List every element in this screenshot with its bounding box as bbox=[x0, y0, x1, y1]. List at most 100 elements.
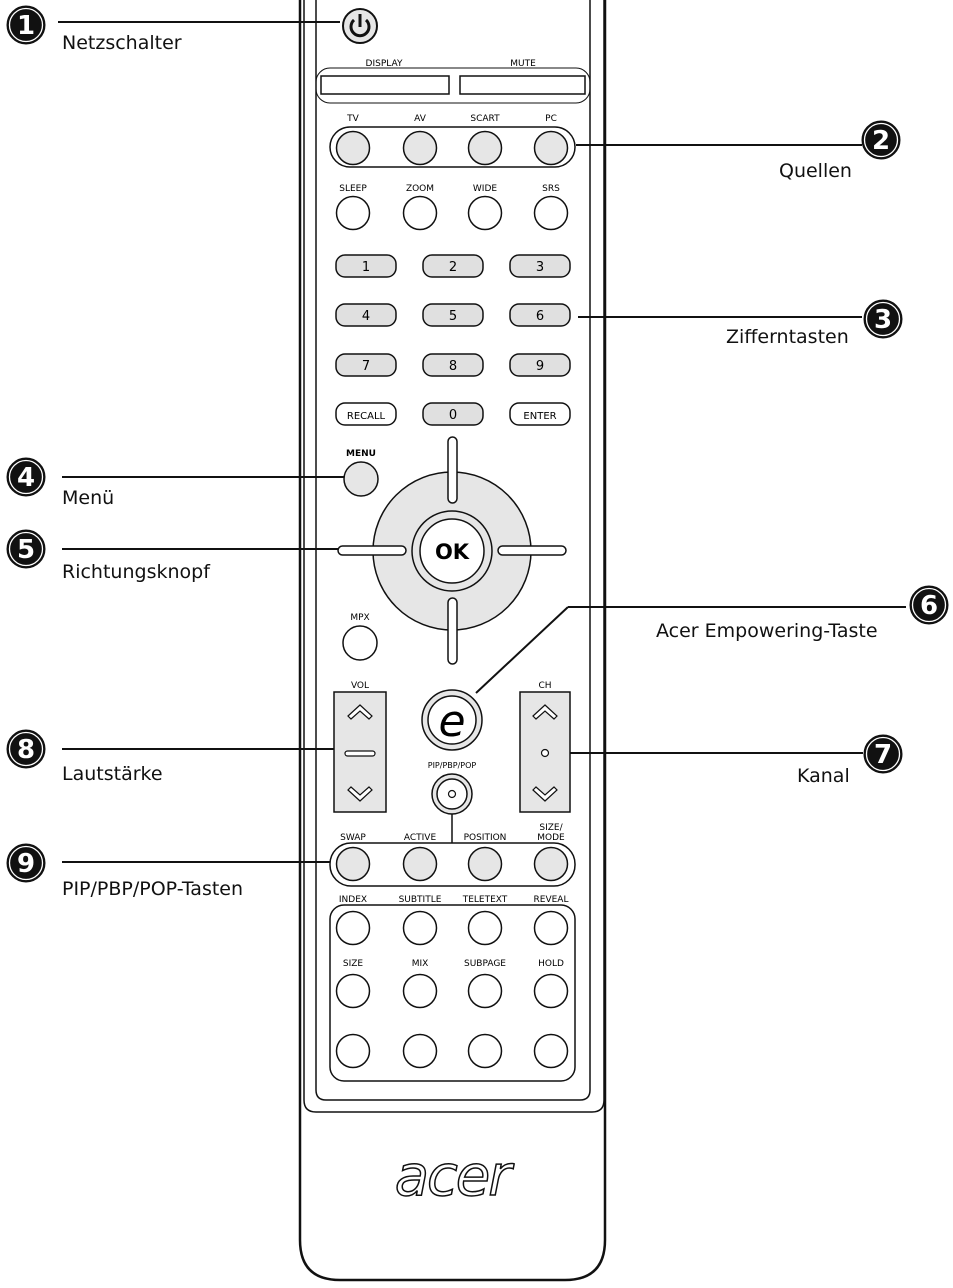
pip-row-button-3[interactable] bbox=[533, 846, 569, 882]
remote-inner-panel bbox=[303, 0, 605, 1113]
ch-label: CH bbox=[538, 681, 551, 691]
acer-logo: acer bbox=[395, 1144, 515, 1209]
teletext-row3-button-1[interactable] bbox=[402, 1033, 438, 1069]
vol-label: VOL bbox=[351, 681, 369, 691]
teletext-row2-label-0: SIZE bbox=[343, 959, 364, 969]
callout-circle-9 bbox=[6, 843, 46, 883]
callout-label-6: Acer Empowering-Taste bbox=[656, 620, 878, 642]
numpad-key-7[interactable] bbox=[422, 353, 484, 377]
sources-buttons-button-3[interactable] bbox=[533, 130, 569, 166]
sources-buttons-button-2[interactable] bbox=[467, 130, 503, 166]
ch-center-dot bbox=[540, 748, 550, 758]
numpad-label-11: ENTER bbox=[523, 411, 556, 422]
numpad-key-6[interactable] bbox=[335, 353, 397, 377]
teletext-row3-button-0[interactable] bbox=[335, 1033, 371, 1069]
row2-buttons-button-0[interactable] bbox=[335, 195, 371, 231]
empowering-inner bbox=[427, 695, 477, 745]
callout-label-7: Kanal bbox=[797, 765, 850, 787]
callout-circle-ring-7 bbox=[865, 736, 901, 772]
teletext-row2-button-2[interactable] bbox=[467, 973, 503, 1009]
numpad-key-1[interactable] bbox=[422, 254, 484, 278]
teletext-label-1: SUBTITLE bbox=[399, 895, 442, 905]
numpad-label-7: 8 bbox=[449, 359, 457, 374]
mute-label: MUTE bbox=[510, 59, 536, 69]
callout-circle-ring-8 bbox=[8, 731, 44, 767]
pip-label: PIP/PBP/POP bbox=[428, 761, 477, 770]
pip-row-label-2: POSITION bbox=[464, 833, 507, 843]
callout-circle-7 bbox=[863, 734, 903, 774]
teletext-button-1[interactable] bbox=[402, 910, 438, 946]
power-icon bbox=[349, 14, 371, 38]
vol-up-icon[interactable] bbox=[347, 704, 373, 720]
row2-buttons-label-1: ZOOM bbox=[406, 184, 434, 194]
teletext-button-2[interactable] bbox=[467, 910, 503, 946]
teletext-button-3[interactable] bbox=[533, 910, 569, 946]
teletext-group bbox=[329, 904, 576, 1082]
vol-down-icon[interactable] bbox=[347, 786, 373, 802]
row2-buttons-button-1[interactable] bbox=[402, 195, 438, 231]
ok-button[interactable] bbox=[419, 518, 485, 584]
dpad-right[interactable] bbox=[497, 545, 567, 556]
row2-buttons-button-3[interactable] bbox=[533, 195, 569, 231]
numpad-key-5[interactable] bbox=[509, 303, 571, 327]
numpad-key-8[interactable] bbox=[509, 353, 571, 377]
mpx-button[interactable] bbox=[342, 625, 378, 661]
teletext-row2-label-3: HOLD bbox=[538, 959, 564, 969]
dpad-up[interactable] bbox=[447, 436, 458, 504]
pip-row-button-2[interactable] bbox=[467, 846, 503, 882]
teletext-row2-button-1[interactable] bbox=[402, 973, 438, 1009]
pip-row-button-0[interactable] bbox=[335, 846, 371, 882]
numpad-label-1: 2 bbox=[449, 260, 457, 275]
teletext-row3-button-2[interactable] bbox=[467, 1033, 503, 1069]
callout-circle-1 bbox=[6, 5, 46, 45]
numpad-label-3: 4 bbox=[362, 309, 370, 324]
numpad-key-9[interactable] bbox=[335, 402, 397, 426]
numpad-label-9: RECALL bbox=[347, 411, 386, 422]
teletext-button-0[interactable] bbox=[335, 910, 371, 946]
sources-buttons-button-1[interactable] bbox=[402, 130, 438, 166]
numpad-key-11[interactable] bbox=[509, 402, 571, 426]
callout-circle-4 bbox=[6, 457, 46, 497]
numpad-key-0[interactable] bbox=[335, 254, 397, 278]
callout-number-3: 3 bbox=[874, 305, 892, 335]
numpad-key-2[interactable] bbox=[509, 254, 571, 278]
numpad-label-10: 0 bbox=[449, 408, 457, 423]
numpad-label-4: 5 bbox=[449, 309, 457, 324]
display-button[interactable] bbox=[320, 75, 450, 95]
ch-up-icon[interactable] bbox=[532, 704, 558, 720]
pip-row-label-3: SIZE/ bbox=[539, 823, 563, 833]
teletext-row3-button-3[interactable] bbox=[533, 1033, 569, 1069]
pip-dot bbox=[447, 789, 457, 799]
teletext-label-0: INDEX bbox=[339, 895, 367, 905]
row2-buttons-button-2[interactable] bbox=[467, 195, 503, 231]
callout-label-3: Zifferntasten bbox=[726, 326, 849, 348]
dpad-down[interactable] bbox=[447, 597, 458, 665]
dpad-left[interactable] bbox=[337, 545, 407, 556]
menu-button[interactable] bbox=[343, 461, 379, 497]
callout-label-5: Richtungsknopf bbox=[62, 561, 210, 583]
callout-circle-ring-3 bbox=[865, 301, 901, 337]
vol-center-bar bbox=[344, 750, 376, 757]
mute-button[interactable] bbox=[459, 75, 586, 95]
callout-number-4: 4 bbox=[17, 463, 35, 493]
pip-row-button-1[interactable] bbox=[402, 846, 438, 882]
callout-circle-2 bbox=[861, 120, 901, 160]
ch-down-icon[interactable] bbox=[532, 786, 558, 802]
numpad-key-10[interactable] bbox=[422, 402, 484, 426]
numpad-key-4[interactable] bbox=[422, 303, 484, 327]
callout-number-1: 1 bbox=[17, 11, 35, 41]
pip-row-label-3: MODE bbox=[537, 833, 565, 843]
teletext-row2-button-0[interactable] bbox=[335, 973, 371, 1009]
sources-buttons-button-0[interactable] bbox=[335, 130, 371, 166]
menu-label: MENU bbox=[346, 449, 376, 459]
numpad-key-3[interactable] bbox=[335, 303, 397, 327]
callout-circle-6 bbox=[909, 585, 949, 625]
pip-row-group bbox=[329, 842, 576, 887]
callout-circle-3 bbox=[863, 299, 903, 339]
callout-number-9: 9 bbox=[17, 849, 35, 879]
callout-label-4: Menü bbox=[62, 487, 115, 509]
callout-circle-ring-5 bbox=[8, 531, 44, 567]
display-label: DISPLAY bbox=[366, 59, 403, 69]
teletext-row2-button-3[interactable] bbox=[533, 973, 569, 1009]
